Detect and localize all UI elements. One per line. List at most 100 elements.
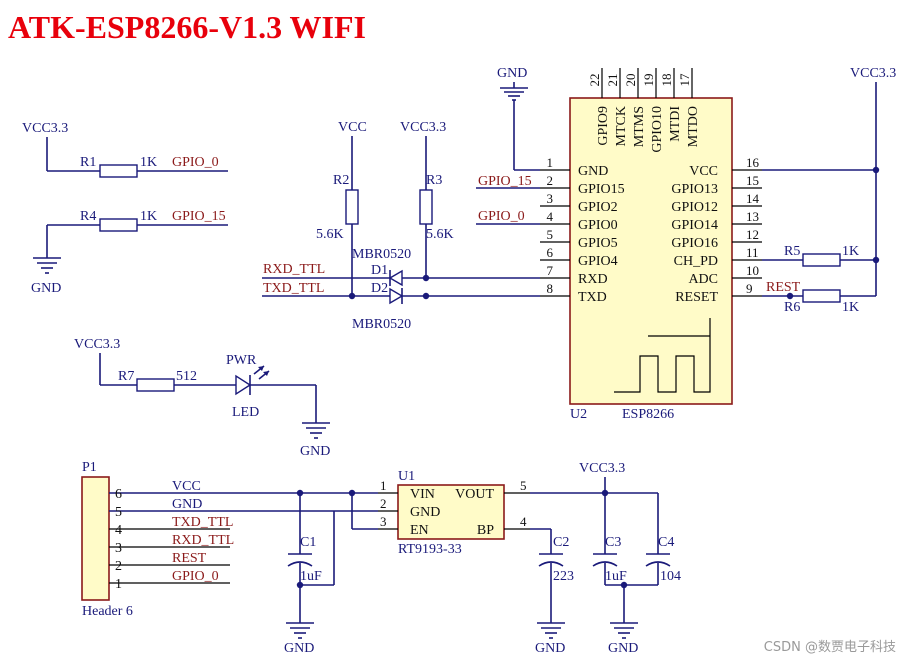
rxd-ttl-net: RXD_TTL: [263, 262, 325, 277]
c2-capacitor-icon: [538, 553, 564, 567]
r3-ref: R3: [426, 173, 442, 188]
level-shift-circuit: VCC R2 5.6K VCC3.3 R3 5.6K MBR0520 D1 D2…: [262, 120, 540, 332]
header-p1: P1 6VCC5GND4TXD_TTL3RXD_TTL2REST1GPIO_0 …: [81, 460, 234, 619]
u1-body: [397, 484, 505, 540]
esp-right-pins: 16VCC15GPIO1314GPIO1213GPIO1412GPIO1611C…: [671, 155, 762, 305]
header-pin-number: 6: [115, 487, 122, 502]
esp8266-body: [569, 97, 733, 405]
r5-value: 1K: [842, 244, 859, 259]
esp-pin-name: VCC: [689, 164, 718, 179]
led-diode-icon: [235, 365, 270, 396]
u1-pin-number: 1: [380, 478, 387, 493]
esp-ref: U2: [570, 407, 587, 422]
esp-pin-name: MTDO: [686, 106, 701, 147]
antenna-icon: [614, 318, 711, 393]
c3-ref: C3: [605, 535, 621, 550]
esp-pin-name: GPIO12: [671, 200, 718, 215]
c2-gnd-label: GND: [535, 641, 565, 656]
c2-ref: C2: [553, 535, 569, 550]
d2-diode-icon: [389, 287, 404, 305]
u1-ref: U1: [398, 469, 415, 484]
u1-pin-name: VOUT: [455, 487, 494, 502]
u1-pin-name: GND: [410, 505, 440, 520]
esp-pin-number: 19: [641, 74, 656, 87]
esp-pin-name: ADC: [688, 272, 718, 287]
r1-vcc33-label: VCC3.3: [22, 121, 68, 136]
header-pin-net: GND: [172, 497, 202, 512]
reset-net: REST: [766, 280, 801, 295]
header-pin-net: TXD_TTL: [172, 515, 233, 530]
esp-part: ESP8266: [622, 407, 674, 422]
c1-ref: C1: [300, 535, 316, 550]
header-pin-net: VCC: [172, 479, 201, 494]
esp-pin-name: RXD: [578, 272, 608, 287]
esp-gpio0-net: GPIO_0: [478, 209, 525, 224]
c2-ground-icon: [537, 622, 565, 639]
esp-vcc33-label: VCC3.3: [850, 66, 896, 81]
r4-ground-icon: [33, 257, 61, 274]
r2-resistor: [345, 189, 359, 225]
led-ground-icon: [302, 422, 330, 439]
esp-pin-name: GPIO10: [650, 106, 665, 153]
header-pin-net: REST: [172, 551, 207, 566]
d2-part: MBR0520: [352, 317, 411, 332]
r1-value: 1K: [140, 155, 157, 170]
c3-value: 1uF: [605, 569, 627, 584]
esp-pin-number: 8: [547, 281, 554, 296]
r4-gpio15-net: GPIO_15: [172, 209, 226, 224]
esp-pin-name: GPIO14: [671, 218, 718, 233]
r7-resistor: [136, 378, 175, 392]
u1-pin-number: 3: [380, 514, 387, 529]
esp-pin-name: GPIO9: [596, 106, 611, 146]
esp-pin-number: 20: [623, 74, 638, 87]
power-vcc33-label: VCC3.3: [579, 461, 625, 476]
r1-resistor: [99, 164, 138, 178]
c4-capacitor-icon: [645, 553, 671, 567]
esp-pin-name: CH_PD: [674, 254, 718, 269]
esp-pin-name: MTDI: [668, 106, 683, 142]
esp-pin-name: GPIO13: [671, 182, 718, 197]
r3-value: 5.6K: [426, 227, 454, 242]
led-part: LED: [232, 405, 259, 420]
d2-ref: D2: [371, 281, 388, 296]
r4-ref: R4: [80, 209, 96, 224]
c4-value: 104: [660, 569, 681, 584]
txd-ttl-net: TXD_TTL: [263, 281, 324, 296]
watermark: CSDN @数贾电子科技: [764, 640, 896, 655]
esp-pin-number: 13: [746, 209, 759, 224]
esp-pin-name: RESET: [675, 290, 718, 305]
r2-ref: R2: [333, 173, 349, 188]
esp-pin-name: MTCK: [614, 106, 629, 146]
esp-pin-number: 10: [746, 263, 759, 278]
esp-ground-icon: [500, 82, 528, 101]
r4-circuit: R4 1K GPIO_15 GND: [31, 209, 228, 296]
esp-pin-number: 18: [659, 74, 674, 87]
u1-part: RT9193-33: [398, 542, 462, 557]
esp-pin-number: 1: [547, 155, 554, 170]
r5-resistor: [802, 253, 841, 267]
led-gnd-label: GND: [300, 444, 330, 459]
esp-pin-number: 3: [547, 191, 554, 206]
page-title: ATK-ESP8266-V1.3 WIFI: [8, 9, 366, 45]
esp-pin-number: 21: [605, 74, 620, 87]
esp-gpio15-net: GPIO_15: [478, 174, 532, 189]
r3-vcc33-label: VCC3.3: [400, 120, 446, 135]
header-part: Header 6: [82, 604, 133, 619]
c1-gnd-label: GND: [284, 641, 314, 656]
esp-pin-number: 5: [547, 227, 554, 242]
esp-pin-name: MTMS: [632, 106, 647, 147]
esp-pin-name: GPIO2: [578, 200, 618, 215]
esp-pin-number: 16: [746, 155, 760, 170]
esp-gnd-label: GND: [497, 66, 527, 81]
r3-resistor: [419, 189, 433, 225]
r7-value: 512: [176, 369, 197, 384]
r5-ref: R5: [784, 244, 800, 259]
esp-pin-name: GPIO4: [578, 254, 618, 269]
esp-pin-number: 9: [746, 281, 753, 296]
esp-pin-number: 2: [547, 173, 554, 188]
r4-resistor: [99, 218, 138, 232]
esp-pin-name: GND: [578, 164, 608, 179]
